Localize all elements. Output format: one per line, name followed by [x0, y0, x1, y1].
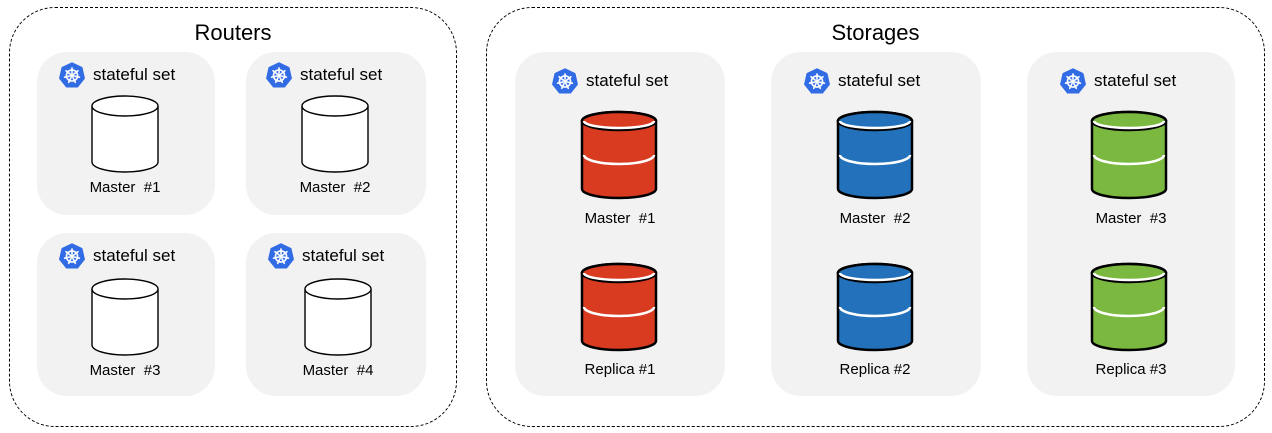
stateful-set-badge: stateful set — [59, 243, 175, 269]
stateful-set-label: stateful set — [838, 71, 921, 90]
kubernetes-icon — [59, 62, 85, 88]
kubernetes-icon — [268, 243, 294, 269]
stateful-set-badge: stateful set — [804, 68, 920, 94]
stateful-set-badge: stateful set — [1060, 68, 1176, 94]
kubernetes-icon — [1060, 68, 1086, 94]
storage-master-label: Master #3 — [1095, 210, 1167, 227]
database-cylinder-icon — [1090, 110, 1168, 200]
database-cylinder-icon — [301, 95, 369, 173]
router-card-1: stateful set Master #1 — [37, 52, 215, 215]
database-cylinder-icon — [304, 278, 372, 356]
storage-master-label: Master #1 — [584, 210, 656, 227]
stateful-set-badge: stateful set — [268, 243, 384, 269]
kubernetes-icon — [266, 62, 292, 88]
router-master-label: Master #1 — [89, 179, 161, 196]
database-cylinder-icon — [836, 110, 914, 200]
router-master-label: Master #4 — [302, 362, 374, 379]
routers-title: Routers — [194, 20, 272, 45]
kubernetes-icon — [59, 243, 85, 269]
routers-group: Routers — [9, 7, 457, 427]
database-cylinder-icon — [580, 262, 658, 352]
storage-card-3: stateful set Master #3 Replica #3 — [1027, 52, 1235, 396]
database-cylinder-icon — [91, 95, 159, 173]
database-cylinder-icon — [1090, 262, 1168, 352]
router-card-4: stateful set Master #4 — [246, 233, 426, 396]
stateful-set-label: stateful set — [302, 246, 385, 265]
storages-title: Storages — [831, 20, 920, 45]
storage-replica-label: Replica #3 — [1095, 361, 1167, 378]
router-master-label: Master #3 — [89, 362, 161, 379]
database-cylinder-icon — [91, 278, 159, 356]
storage-card-2: stateful set Master #2 Replica #2 — [771, 52, 981, 396]
database-cylinder-icon — [836, 262, 914, 352]
storage-replica-label: Replica #2 — [839, 361, 911, 378]
kubernetes-icon — [552, 68, 578, 94]
stateful-set-badge: stateful set — [59, 62, 175, 88]
stateful-set-label: stateful set — [300, 65, 383, 84]
storage-master-label: Master #2 — [839, 210, 911, 227]
router-master-label: Master #2 — [299, 179, 371, 196]
storages-group: Storages — [486, 7, 1265, 427]
stateful-set-label: stateful set — [93, 65, 176, 84]
kubernetes-icon — [804, 68, 830, 94]
stateful-set-badge: stateful set — [266, 62, 382, 88]
storage-card-1: stateful set Master #1 Replica #1 — [515, 52, 725, 396]
stateful-set-badge: stateful set — [552, 68, 668, 94]
database-cylinder-icon — [580, 110, 658, 200]
stateful-set-label: stateful set — [1094, 71, 1177, 90]
router-card-2: stateful set Master #2 — [246, 52, 426, 215]
router-card-3: stateful set Master #3 — [37, 233, 215, 396]
stateful-set-label: stateful set — [93, 246, 176, 265]
stateful-set-label: stateful set — [586, 71, 669, 90]
storage-replica-label: Replica #1 — [584, 361, 656, 378]
